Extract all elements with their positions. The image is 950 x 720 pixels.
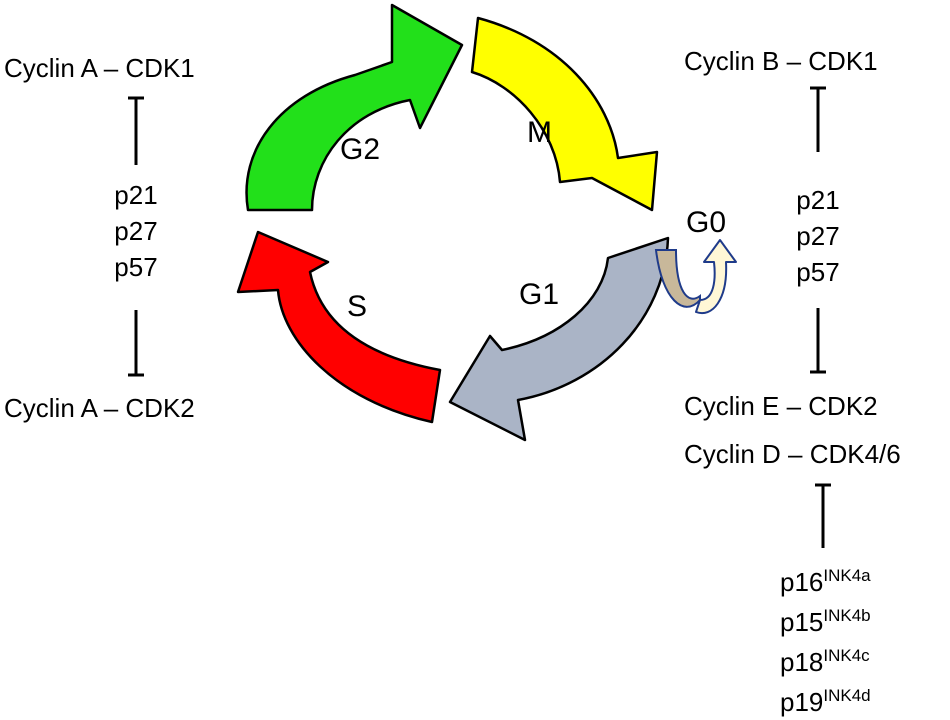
g0-loop-arrow: [654, 239, 737, 315]
cyclin-e-cdk2-label: Cyclin E – CDK2: [684, 391, 878, 421]
ink4-item: p19INK4d: [780, 686, 871, 717]
left-upper-inhibition: [128, 96, 144, 165]
ink4-inhibitor-list: p16INK4a p15INK4b p18INK4c p19INK4d: [780, 562, 871, 720]
g1-arrow: [448, 236, 670, 442]
phase-label-s: S: [347, 290, 368, 323]
ink4-item: p16INK4a: [780, 566, 871, 597]
right-upper-inhibition: [810, 86, 826, 152]
left-lower-inhibition: [128, 310, 144, 377]
s-arrow: [236, 230, 442, 424]
phase-label-g2: G2: [340, 133, 381, 166]
cyclin-a-cdk1-label: Cyclin A – CDK1: [4, 53, 195, 83]
phase-label-m: M: [527, 116, 552, 149]
cyclin-d-cdk46-label: Cyclin D – CDK4/6: [684, 439, 901, 469]
ink4-item: p15INK4b: [780, 606, 871, 637]
ink4-item: p18INK4c: [780, 646, 870, 677]
right-inhibitor-item: p57: [796, 257, 840, 287]
left-inhibitor-item: p21: [114, 180, 158, 210]
m-arrow: [470, 16, 659, 212]
g0-loop-front: [695, 239, 737, 315]
left-inhibitor-item: p57: [114, 252, 158, 282]
ink4-inhibition: [815, 483, 831, 548]
right-inhibitor-list: p21 p27 p57: [788, 182, 848, 290]
cyclin-b-cdk1-label: Cyclin B – CDK1: [684, 46, 878, 76]
left-inhibitor-list: p21 p27 p57: [106, 177, 166, 285]
right-inhibitor-item: p21: [796, 185, 840, 215]
right-lower-inhibition: [810, 308, 826, 374]
cyclin-a-cdk2-label: Cyclin A – CDK2: [4, 393, 195, 423]
phase-label-g0: G0: [686, 206, 727, 239]
g0-loop-back: [654, 249, 701, 308]
right-inhibitor-item: p27: [796, 221, 840, 251]
left-inhibitor-item: p27: [114, 216, 158, 246]
g2-arrow: [245, 3, 464, 212]
phase-label-g1: G1: [519, 278, 560, 311]
